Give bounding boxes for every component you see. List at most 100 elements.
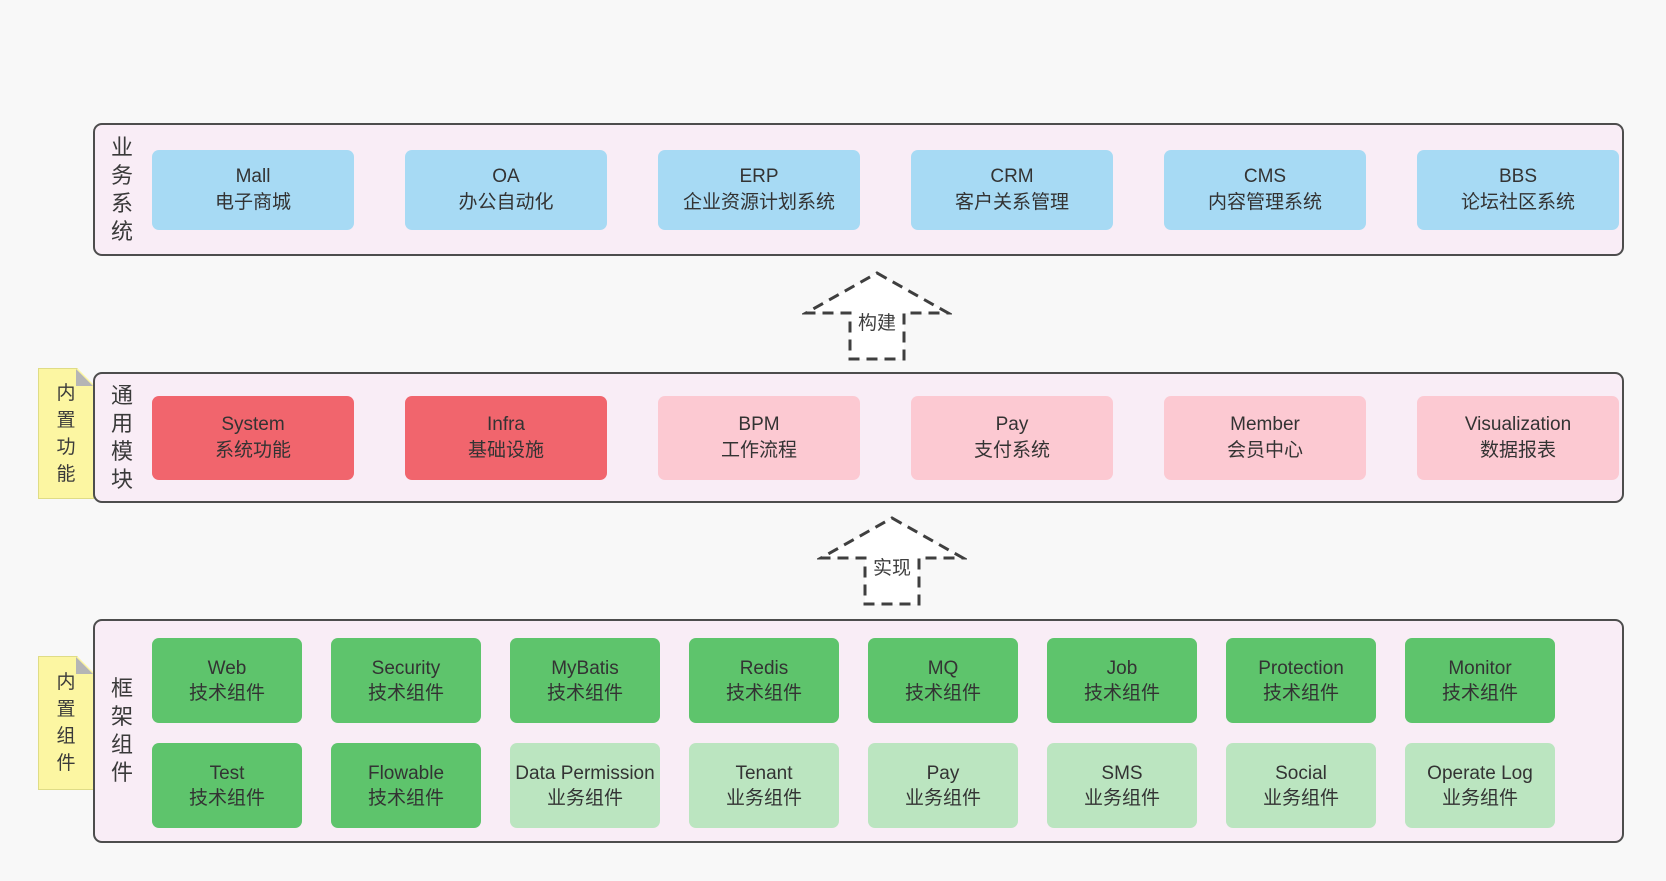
box-name: Social xyxy=(1275,762,1327,784)
box-name: Flowable xyxy=(367,762,445,784)
box-desc: 技术组件 xyxy=(725,682,802,704)
box-data-permission: Data Permission 业务组件 xyxy=(510,743,660,828)
box-name: BBS xyxy=(1498,165,1538,187)
box-security: Security 技术组件 xyxy=(331,638,481,723)
box-name: BPM xyxy=(738,413,780,435)
box-desc: 客户关系管理 xyxy=(954,191,1069,213)
components-row-1: Web 技术组件 Security 技术组件 MyBatis 技术组件 Redi… xyxy=(152,638,1555,723)
box-desc: 办公自动化 xyxy=(458,191,554,213)
layer-business-systems: 业务系统 Mall 电子商城 OA 办公自动化 ERP 企业资源计划系统 CRM… xyxy=(93,123,1624,256)
box-name: MQ xyxy=(927,657,959,679)
box-desc: 业务组件 xyxy=(546,787,623,809)
box-name: MyBatis xyxy=(551,657,619,679)
components-grid: Web 技术组件 Security 技术组件 MyBatis 技术组件 Redi… xyxy=(152,638,1555,828)
layer-common-modules: 通用模块 System 系统功能 Infra 基础设施 BPM 工作流程 Pay… xyxy=(93,372,1624,503)
box-bpm: BPM 工作流程 xyxy=(658,395,860,480)
box-job: Job 技术组件 xyxy=(1047,638,1197,723)
box-desc: 电子商城 xyxy=(214,191,291,213)
box-sms: SMS 业务组件 xyxy=(1047,743,1197,828)
layer-components-side-label: 框架组件 xyxy=(110,676,133,785)
box-desc: 支付系统 xyxy=(973,439,1050,461)
box-name: Visualization xyxy=(1464,413,1572,435)
components-row-2: Test 技术组件 Flowable 技术组件 Data Permission … xyxy=(152,743,1555,828)
layer-business-side-label: 业务系统 xyxy=(110,134,133,244)
box-desc: 工作流程 xyxy=(720,439,797,461)
box-desc: 业务组件 xyxy=(1262,787,1339,809)
box-desc: 技术组件 xyxy=(367,787,444,809)
box-web: Web 技术组件 xyxy=(152,638,302,723)
box-tenant: Tenant 业务组件 xyxy=(689,743,839,828)
box-desc: 技术组件 xyxy=(188,787,265,809)
box-erp: ERP 企业资源计划系统 xyxy=(658,149,860,230)
box-name: Web xyxy=(207,657,247,679)
box-name: Job xyxy=(1106,657,1138,679)
box-name: Pay xyxy=(926,762,960,784)
box-name: Data Permission xyxy=(515,762,655,784)
box-name: Test xyxy=(209,762,245,784)
box-name: System xyxy=(221,413,285,435)
box-monitor: Monitor 技术组件 xyxy=(1405,638,1555,723)
box-name: ERP xyxy=(739,165,779,187)
box-name: Operate Log xyxy=(1427,762,1533,784)
box-flowable: Flowable 技术组件 xyxy=(331,743,481,828)
box-name: CRM xyxy=(990,165,1034,187)
box-crm: CRM 客户关系管理 xyxy=(911,149,1113,230)
box-name: SMS xyxy=(1101,762,1143,784)
box-name: Pay xyxy=(995,413,1029,435)
builtin-components-note: 内置组件 xyxy=(38,656,94,790)
box-mybatis: MyBatis 技术组件 xyxy=(510,638,660,723)
modules-box-row: System 系统功能 Infra 基础设施 BPM 工作流程 Pay 支付系统… xyxy=(152,374,1619,501)
box-name: Member xyxy=(1230,413,1300,435)
box-desc: 业务组件 xyxy=(725,787,802,809)
build-arrow-label: 构建 xyxy=(854,311,900,337)
box-desc: 技术组件 xyxy=(904,682,981,704)
builtin-functions-note: 内置功能 xyxy=(38,368,94,499)
box-name: CMS xyxy=(1243,165,1287,187)
implement-arrow-label: 实现 xyxy=(869,556,915,582)
note-fold-icon xyxy=(76,369,93,386)
box-desc: 技术组件 xyxy=(367,682,444,704)
box-name: Mall xyxy=(235,165,271,187)
box-name: Tenant xyxy=(735,762,793,784)
box-desc: 技术组件 xyxy=(1083,682,1160,704)
box-desc: 技术组件 xyxy=(1441,682,1518,704)
box-desc: 论坛社区系统 xyxy=(1460,191,1575,213)
box-redis: Redis 技术组件 xyxy=(689,638,839,723)
box-pay: Pay 支付系统 xyxy=(911,395,1113,480)
box-desc: 会员中心 xyxy=(1226,439,1303,461)
box-social: Social 业务组件 xyxy=(1226,743,1376,828)
note-fold-icon xyxy=(76,657,93,674)
box-desc: 业务组件 xyxy=(1441,787,1518,809)
box-name: Protection xyxy=(1258,657,1344,679)
box-name: Redis xyxy=(739,657,789,679)
box-desc: 系统功能 xyxy=(214,439,291,461)
box-system: System 系统功能 xyxy=(152,395,354,480)
builtin-functions-note-label: 内置功能 xyxy=(56,382,76,485)
builtin-components-note-label: 内置组件 xyxy=(56,672,76,774)
box-oa: OA 办公自动化 xyxy=(405,149,607,230)
box-name: Infra xyxy=(486,413,526,435)
box-operate-log: Operate Log 业务组件 xyxy=(1405,743,1555,828)
box-desc: 企业资源计划系统 xyxy=(682,191,835,213)
box-desc: 基础设施 xyxy=(467,439,544,461)
box-visualization: Visualization 数据报表 xyxy=(1417,395,1619,480)
box-desc: 数据报表 xyxy=(1479,439,1556,461)
layer-framework-components: 框架组件 Web 技术组件 Security 技术组件 MyBatis 技术组件… xyxy=(93,619,1624,843)
box-protection: Protection 技术组件 xyxy=(1226,638,1376,723)
box-desc: 技术组件 xyxy=(188,682,265,704)
box-bbs: BBS 论坛社区系统 xyxy=(1417,149,1619,230)
box-mall: Mall 电子商城 xyxy=(152,149,354,230)
box-mq: MQ 技术组件 xyxy=(868,638,1018,723)
box-name: Monitor xyxy=(1448,657,1512,679)
business-box-row: Mall 电子商城 OA 办公自动化 ERP 企业资源计划系统 CRM 客户关系… xyxy=(152,125,1619,254)
implement-arrow: 实现 xyxy=(817,515,967,607)
box-desc: 内容管理系统 xyxy=(1207,191,1322,213)
build-arrow: 构建 xyxy=(802,270,952,362)
layer-modules-side-label: 通用模块 xyxy=(110,382,133,492)
box-desc: 技术组件 xyxy=(546,682,623,704)
box-infra: Infra 基础设施 xyxy=(405,395,607,480)
box-desc: 技术组件 xyxy=(1262,682,1339,704)
box-name: Security xyxy=(371,657,441,679)
box-desc: 业务组件 xyxy=(904,787,981,809)
